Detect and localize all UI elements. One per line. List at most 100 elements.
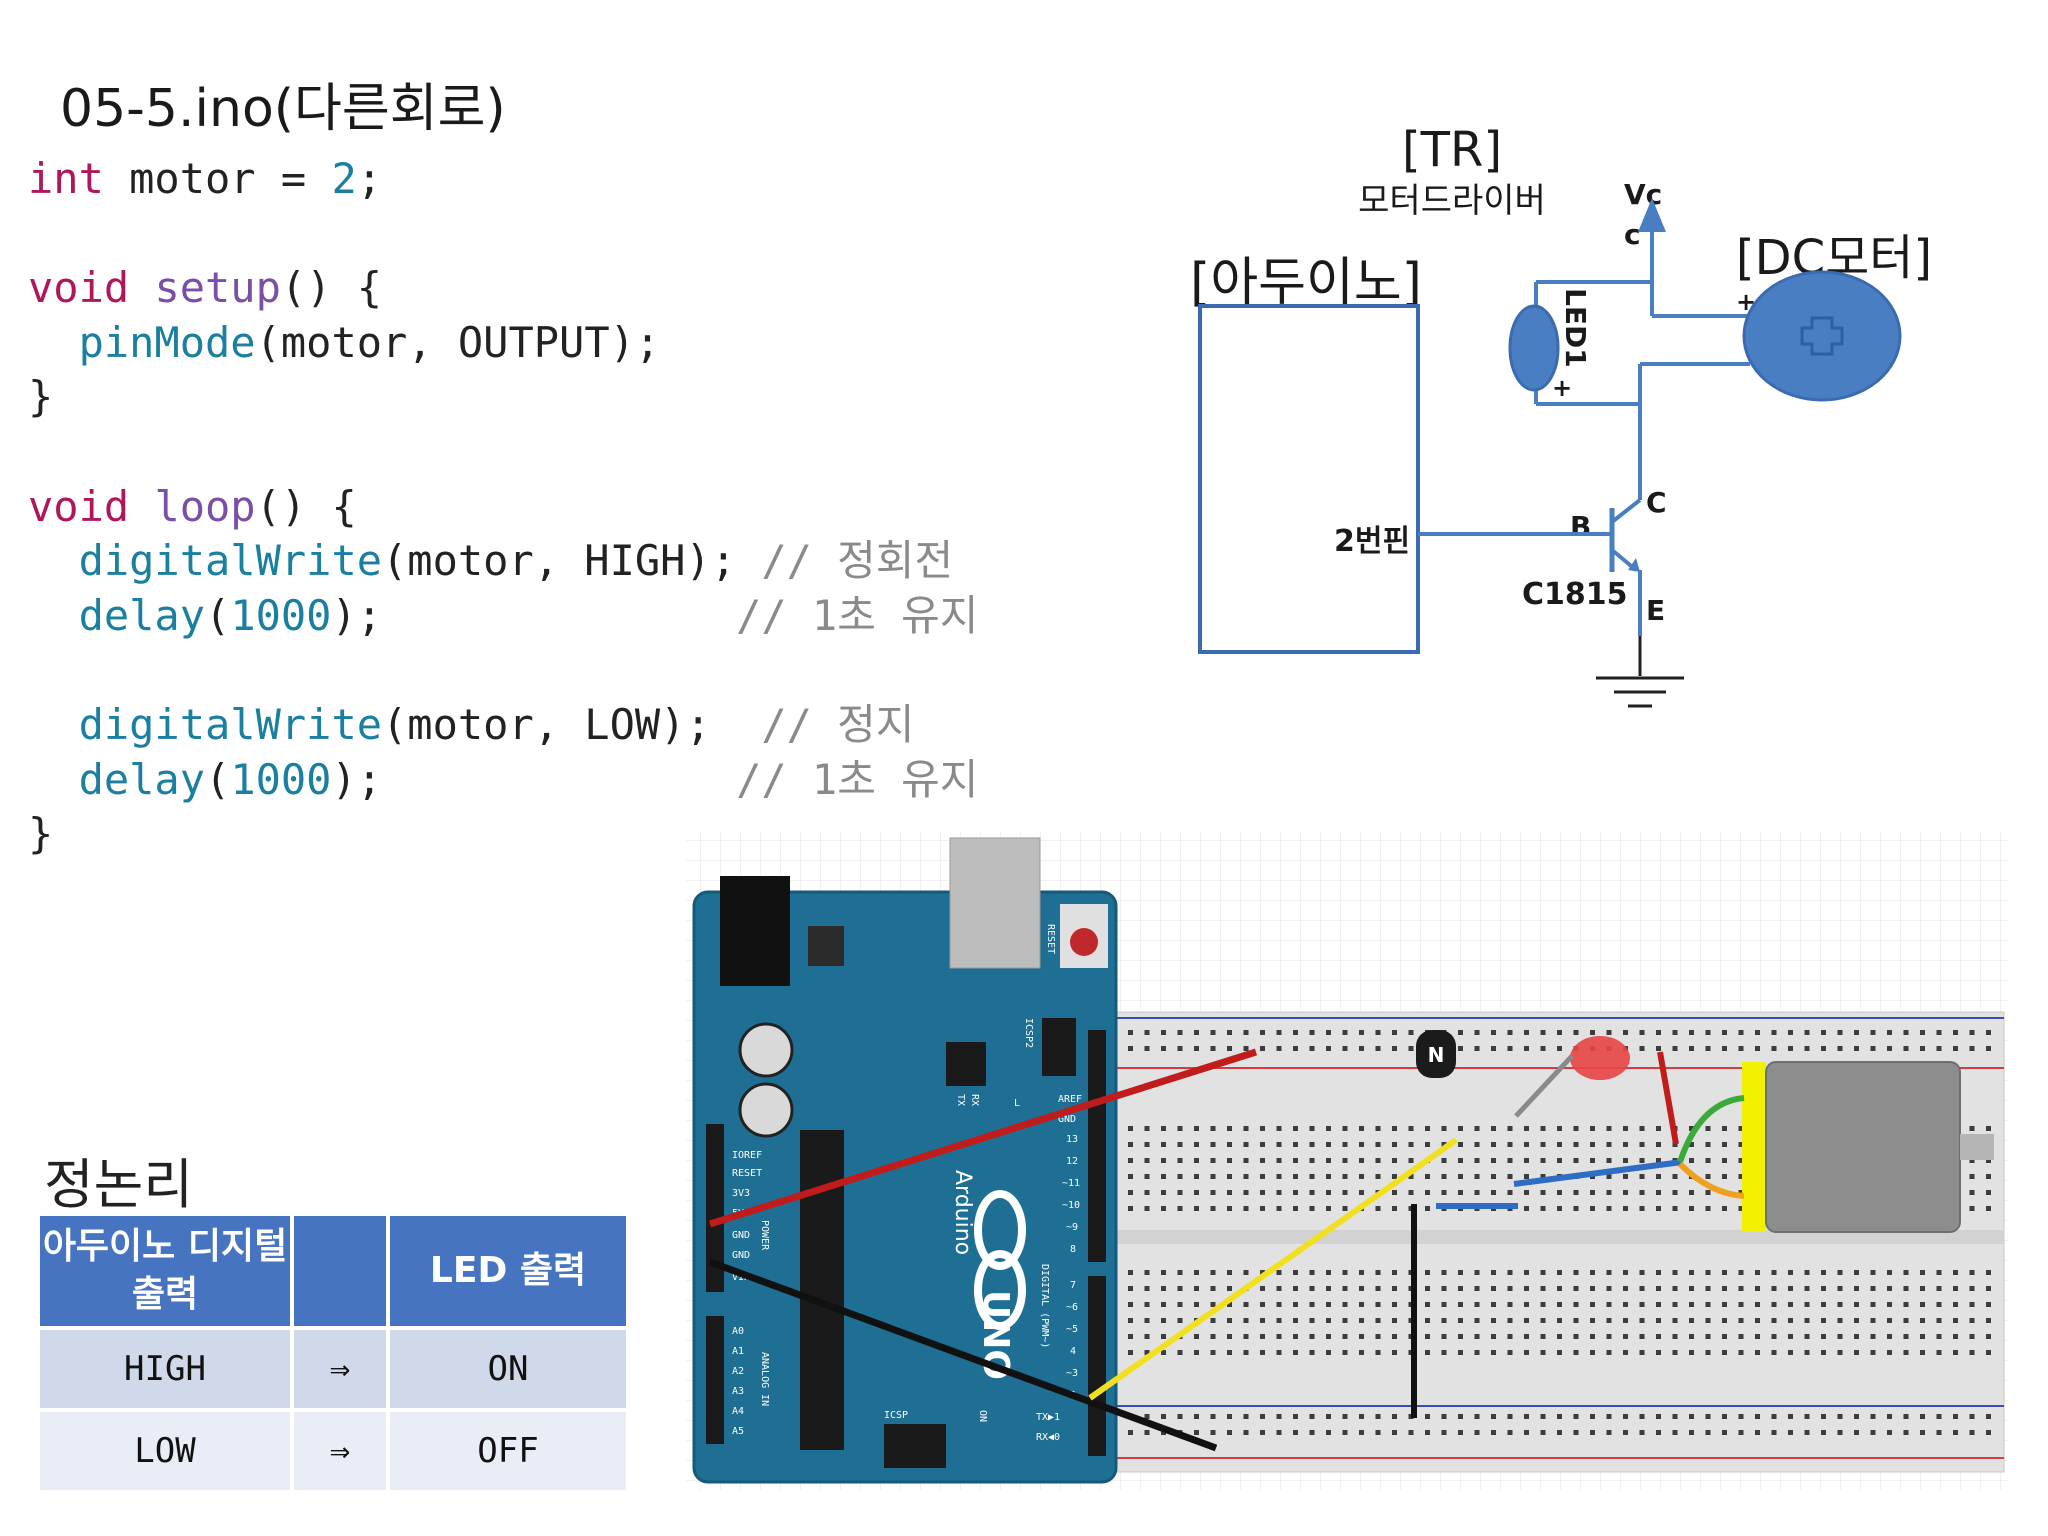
icsp-header — [884, 1424, 946, 1468]
dc-motor-part — [1765, 1061, 1961, 1233]
pin-a5: A5 — [732, 1426, 744, 1437]
arrow-icon: ⇒ — [294, 1412, 386, 1490]
code-token: 1000 — [230, 590, 332, 640]
pin-aref: AREF — [1058, 1094, 1082, 1105]
power-jack — [720, 876, 790, 986]
code-token: digitalWrite — [78, 536, 383, 586]
code-token: motor = — [103, 154, 332, 203]
pin-a4: A4 — [732, 1406, 744, 1417]
code-token: delay — [78, 754, 206, 804]
code-comment: // 1초 유지 — [736, 754, 979, 804]
pin-3v3: 3V3 — [732, 1188, 750, 1199]
code-line-1: int motor = 2; — [28, 154, 382, 203]
pin-vin: VIN — [732, 1272, 750, 1283]
pin-10: ~10 — [1062, 1200, 1080, 1211]
digital-header-low — [1088, 1276, 1106, 1456]
capacitor-1 — [738, 1022, 794, 1078]
red-led — [1570, 1036, 1630, 1080]
motor-shaft — [1960, 1134, 1994, 1160]
header-led-output: LED 출력 — [390, 1216, 626, 1326]
icsp-label: ICSP — [884, 1410, 908, 1421]
code-line-9: delay(1000); // 1초 유지 — [28, 590, 979, 640]
code-token: ; — [356, 154, 383, 203]
code-token: (motor, OUTPUT); — [255, 317, 661, 367]
rx-label: RX — [969, 1094, 980, 1106]
pin-a1: A1 — [732, 1346, 744, 1357]
transistor-mark: N — [1428, 1043, 1445, 1067]
red-wire — [708, 1048, 1258, 1228]
code-line-8: digitalWrite(motor, HIGH); // 정회전 — [28, 536, 954, 586]
code-token: loop — [154, 481, 256, 531]
pin-ioref: IOREF — [732, 1150, 762, 1161]
pin-tx1: TX▶1 — [1036, 1412, 1060, 1423]
pin-gnd-right: GND — [1058, 1114, 1076, 1125]
pin-a0: A0 — [732, 1326, 744, 1337]
input-cell: LOW — [40, 1412, 290, 1490]
lower-terminal-holes — [1112, 1262, 1992, 1358]
code-token: ( — [205, 590, 231, 640]
power-header — [706, 1124, 724, 1292]
pin-gnd-1: GND — [732, 1230, 750, 1241]
arduino-board — [692, 890, 1118, 1484]
capacitor-2 — [738, 1082, 794, 1138]
icsp2-header — [1042, 1018, 1076, 1076]
motor-terminal-cap — [1742, 1062, 1766, 1232]
pin-12: 12 — [1066, 1156, 1078, 1167]
power-label: POWER — [759, 1220, 770, 1251]
pin-gnd-2: GND — [732, 1250, 750, 1261]
code-line-3: void setup() { — [28, 263, 382, 312]
on-label: ON — [977, 1410, 988, 1422]
pin-8: 8 — [1070, 1244, 1076, 1255]
code-token: int — [28, 154, 104, 203]
table-row: LOW ⇒ OFF — [40, 1412, 626, 1490]
pin-a2: A2 — [732, 1366, 744, 1377]
board-name: Arduino — [950, 1170, 975, 1255]
code-token: (motor, LOW); — [382, 699, 762, 749]
code-token: ); — [331, 754, 383, 804]
pin-reset: RESET — [732, 1168, 762, 1179]
code-line-7: void loop() { — [28, 482, 357, 531]
digital-header-high — [1088, 1030, 1106, 1262]
code-token: pinMode — [78, 317, 256, 367]
output-cell: OFF — [390, 1412, 626, 1490]
transistor-part — [1416, 1030, 1456, 1078]
pin-a3: A3 — [732, 1386, 744, 1397]
code-line-11: digitalWrite(motor, LOW); // 정지 — [28, 699, 915, 749]
motor-red-jumper — [1657, 1051, 1679, 1145]
code-token: void — [28, 481, 130, 531]
pin-7: 7 — [1070, 1280, 1076, 1291]
logic-table-title: 정논리 — [44, 1153, 194, 1216]
code-token: setup — [154, 263, 281, 313]
black-wire — [708, 1258, 1218, 1452]
code-comment: // 정회전 — [761, 536, 954, 586]
blue-jumper-long — [1513, 1159, 1683, 1187]
icsp2-label: ICSP2 — [1023, 1018, 1034, 1048]
analog-header — [706, 1316, 724, 1444]
pin-rx0: RX◀0 — [1036, 1432, 1060, 1443]
pin-11: ~11 — [1062, 1178, 1080, 1189]
header-arrow — [294, 1216, 386, 1326]
motor-green-lead — [1677, 1095, 1745, 1163]
reset-button-label: RESET — [1045, 924, 1056, 954]
pin-13: 13 — [1066, 1134, 1078, 1145]
code-token: delay — [78, 590, 206, 640]
header-arduino-output: 아두이노 디지털출력 — [40, 1216, 290, 1326]
code-token: () { — [255, 481, 357, 531]
code-token: digitalWrite — [78, 699, 383, 749]
code-token: void — [28, 263, 130, 313]
code-comment: // 1초 유지 — [736, 590, 979, 640]
code-token: () { — [280, 263, 383, 313]
arrow-icon: ⇒ — [294, 1330, 386, 1408]
reset-button — [1070, 928, 1098, 956]
code-line-13: } — [28, 809, 54, 859]
code-listing: int motor = 2; void setup() { pinMode(mo… — [28, 152, 978, 862]
voltage-regulator — [808, 926, 844, 966]
digital-label: DIGITAL (PWM~) — [1039, 1264, 1050, 1348]
table-row: HIGH ⇒ ON — [40, 1330, 626, 1408]
code-line-12: delay(1000); // 1초 유지 — [28, 754, 979, 804]
usb-chip — [946, 1042, 986, 1086]
pin-4: 4 — [1070, 1346, 1076, 1357]
code-comment: // 정지 — [761, 699, 915, 749]
atmega-chip — [800, 1130, 844, 1450]
